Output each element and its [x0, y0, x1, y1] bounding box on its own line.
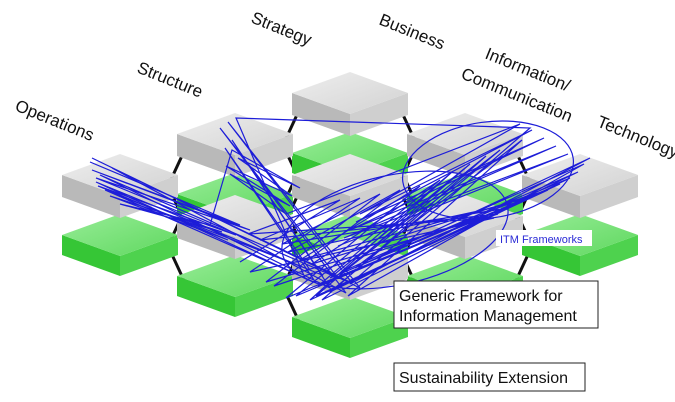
green-block-left-face	[177, 276, 235, 317]
green-block-top-face	[177, 255, 293, 297]
green-block	[177, 255, 293, 317]
grey-block-top-face	[177, 113, 293, 155]
green-block-left-face	[62, 235, 120, 276]
label-structure: Structure	[135, 58, 206, 101]
label-operations: Operations	[13, 96, 97, 145]
green-block-right-face	[120, 235, 178, 276]
grey-block-left-face	[292, 93, 350, 136]
itm-ellipse-small	[401, 120, 575, 220]
grey-block-right-face	[580, 175, 638, 218]
generic-framework-line2: Information Management	[399, 308, 577, 325]
itm-label-bg	[496, 230, 592, 246]
grey-block	[292, 72, 408, 136]
sustainability-extension-label: Sustainability Extension	[399, 370, 568, 387]
grey-block-right-face	[350, 93, 408, 136]
green-block-top-face	[62, 214, 178, 256]
grey-block-top-face	[407, 113, 523, 155]
sustainability-callout: Sustainability Extension	[393, 362, 586, 392]
itm-frameworks-label: ITM Frameworks	[500, 234, 583, 246]
label-technology: Technology	[595, 112, 675, 162]
grey-block-left-face	[177, 134, 235, 177]
green-block-right-face	[580, 235, 638, 276]
grey-block-right-face	[465, 216, 523, 259]
grey-block-left-face	[407, 134, 465, 177]
itm-hatch-lines	[91, 117, 591, 301]
grey-block	[292, 154, 408, 218]
grey-block-top-face	[292, 72, 408, 114]
generic-framework-callout: Generic Framework for Information Manage…	[393, 280, 599, 329]
label-strategy: Strategy	[249, 8, 315, 50]
green-block-top-face	[292, 132, 408, 174]
label-business: Business	[377, 10, 448, 53]
grey-block-left-face	[292, 175, 350, 218]
itm-hatch-lines-2	[89, 123, 569, 247]
green-block-left-face	[292, 317, 350, 358]
green-block-top-face	[292, 296, 408, 338]
green-block	[62, 214, 178, 276]
grey-block	[177, 113, 293, 177]
grey-block-right-face	[350, 175, 408, 218]
itm-frameworks-scribble	[89, 117, 591, 301]
grey-block-left-face	[62, 175, 120, 218]
green-block	[292, 296, 408, 358]
green-block-right-face	[235, 276, 293, 317]
grey-block-top-face	[292, 154, 408, 196]
generic-framework-line1: Generic Framework for	[399, 288, 563, 305]
